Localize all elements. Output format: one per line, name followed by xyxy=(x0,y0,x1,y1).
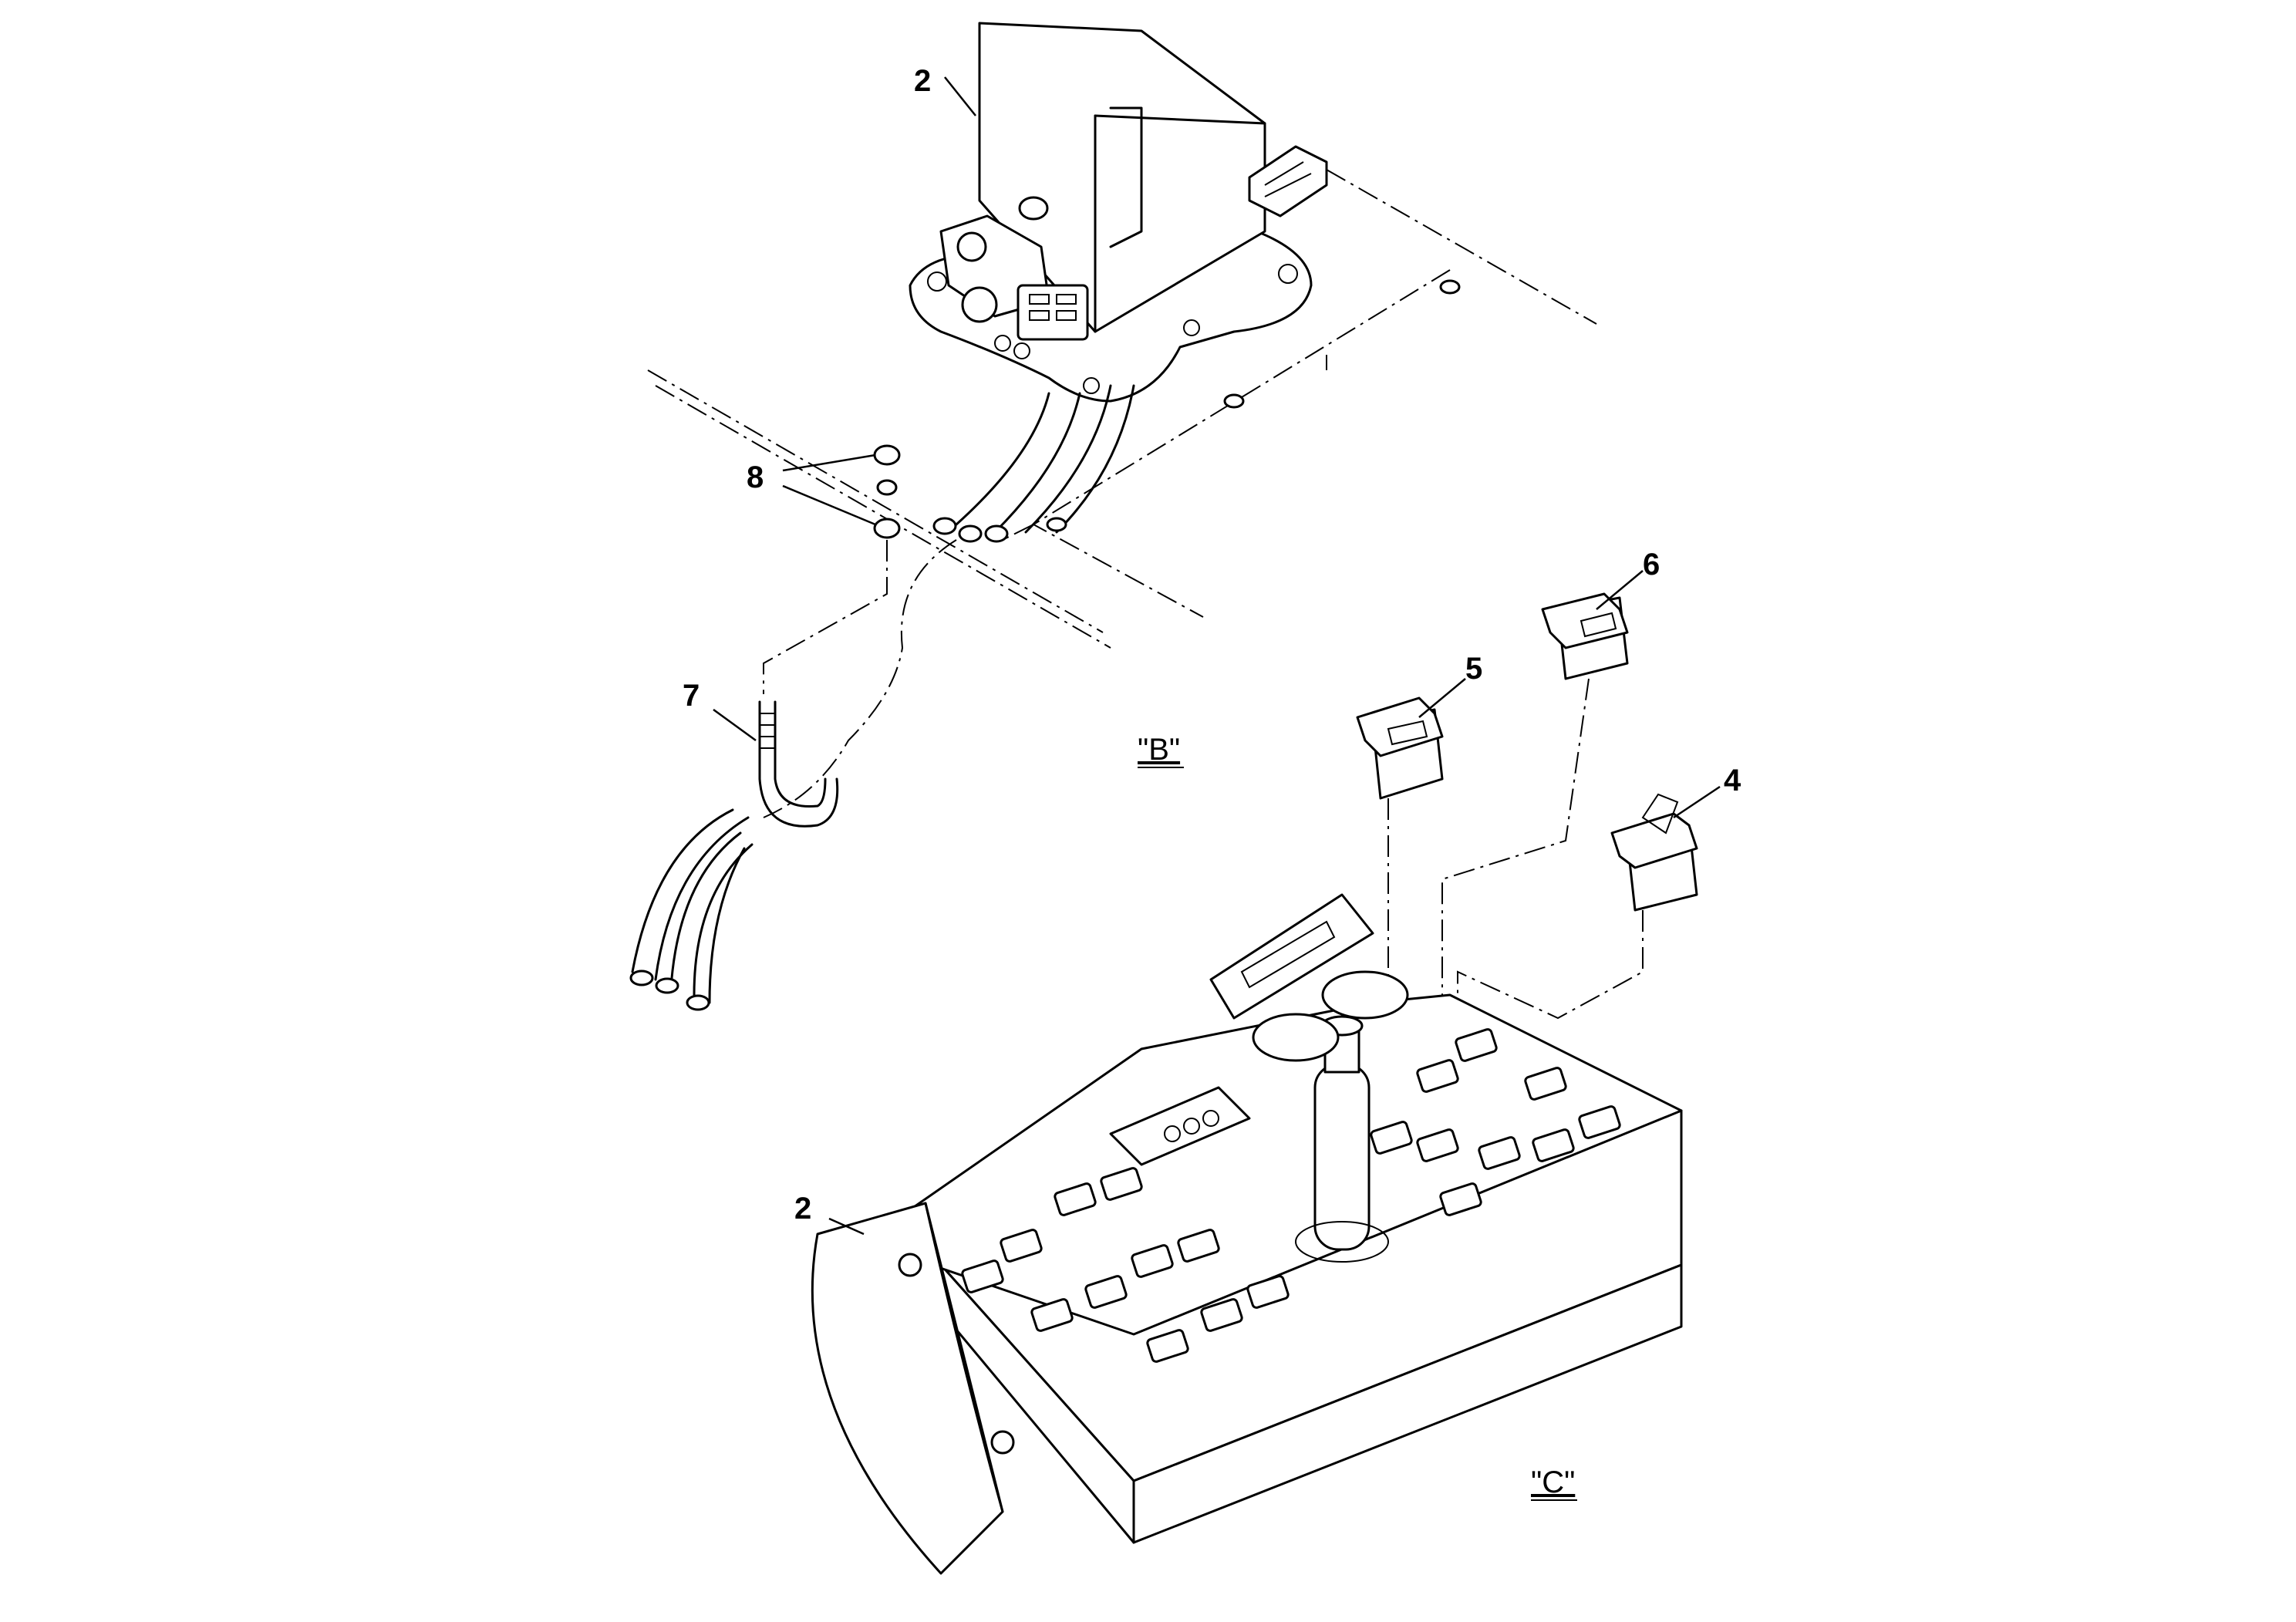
callout-4: 4 xyxy=(1724,764,1741,798)
callout-2-top: 2 xyxy=(914,64,931,98)
console-switch-pads xyxy=(961,1028,1621,1363)
steering-column-assembly xyxy=(909,22,1461,543)
view-label-b: "B" xyxy=(1138,733,1180,767)
callout-8: 8 xyxy=(747,460,764,494)
rocker-switch-item-6 xyxy=(1441,592,1629,1003)
control-console xyxy=(811,893,1683,1575)
u-bolt-item-7 xyxy=(758,539,957,828)
callout-5: 5 xyxy=(1465,652,1482,686)
callout-6: 6 xyxy=(1643,548,1660,582)
rocker-switch-item-5 xyxy=(1356,696,1444,1111)
callout-2-bottom: 2 xyxy=(794,1192,811,1226)
view-label-c: "C" xyxy=(1531,1465,1575,1499)
callout-7: 7 xyxy=(683,679,700,713)
leader-lines xyxy=(713,76,1721,1236)
rocker-switch-item-4 xyxy=(1457,793,1698,1095)
loose-hoses xyxy=(629,808,754,1011)
nut-washer-item-8 xyxy=(763,444,901,694)
